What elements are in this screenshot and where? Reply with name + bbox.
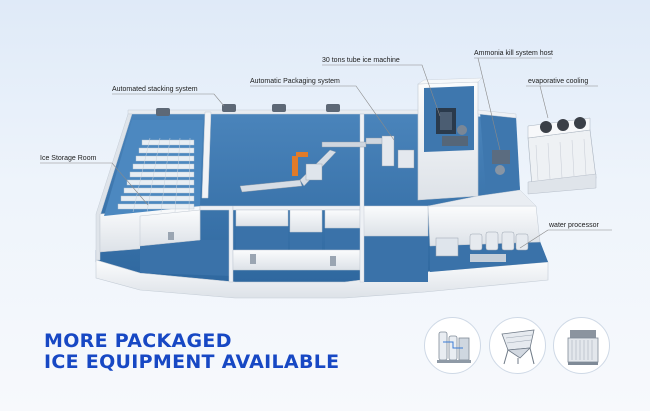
exhaust-fans <box>156 104 340 116</box>
water-processor-unit <box>435 231 529 262</box>
ice-machine-unit <box>436 108 468 146</box>
water-room-side <box>427 189 537 207</box>
label-ice-machine: 30 tons tube ice machine <box>322 57 400 64</box>
label-evaporative: evaporative cooling <box>528 78 589 85</box>
door-3 <box>168 232 174 240</box>
headline-line-2: ICE EQUIPMENT AVAILABLE <box>44 351 340 373</box>
label-packaging: Automatic Packaging system <box>250 78 340 85</box>
small-room-1-wall <box>139 209 201 247</box>
ammonia-room-wall <box>477 109 517 119</box>
ice-rack-posts <box>132 137 191 213</box>
ice-machine-tower-top <box>417 77 483 85</box>
evaporative-cooling-unit <box>527 117 597 195</box>
mid-room-3-wall <box>324 209 361 229</box>
leader-lines <box>40 57 612 249</box>
small-room-1 <box>140 240 233 276</box>
partition-b <box>232 205 361 211</box>
mid-room-2 <box>290 232 322 250</box>
label-stacking: Automated stacking system <box>112 86 198 93</box>
center-room <box>362 236 428 282</box>
door-1 <box>250 254 256 264</box>
ice-racks <box>117 139 195 210</box>
stacking-robot <box>292 152 323 181</box>
center-room-wall <box>361 205 429 237</box>
label-ammonia: Ammonia kill system host <box>474 50 553 57</box>
mid-room-1 <box>236 226 288 250</box>
cooling-tower-icon <box>553 317 610 374</box>
label-water: water processor <box>549 222 599 229</box>
mid-room-2-wall <box>289 209 323 233</box>
water-treatment-icon <box>424 317 481 374</box>
mid-room-1-wall <box>235 209 289 227</box>
outer-front-wall <box>95 259 549 299</box>
label-storage: Ice Storage Room <box>40 155 97 162</box>
center-divider <box>359 113 365 283</box>
headline-line-1: MORE PACKAGED <box>44 330 232 352</box>
door-2 <box>330 256 336 266</box>
ice-hopper-icon <box>489 317 546 374</box>
ammonia-unit <box>492 150 510 175</box>
mid-room-3 <box>325 228 360 250</box>
storage-room-wall-right <box>201 111 212 199</box>
